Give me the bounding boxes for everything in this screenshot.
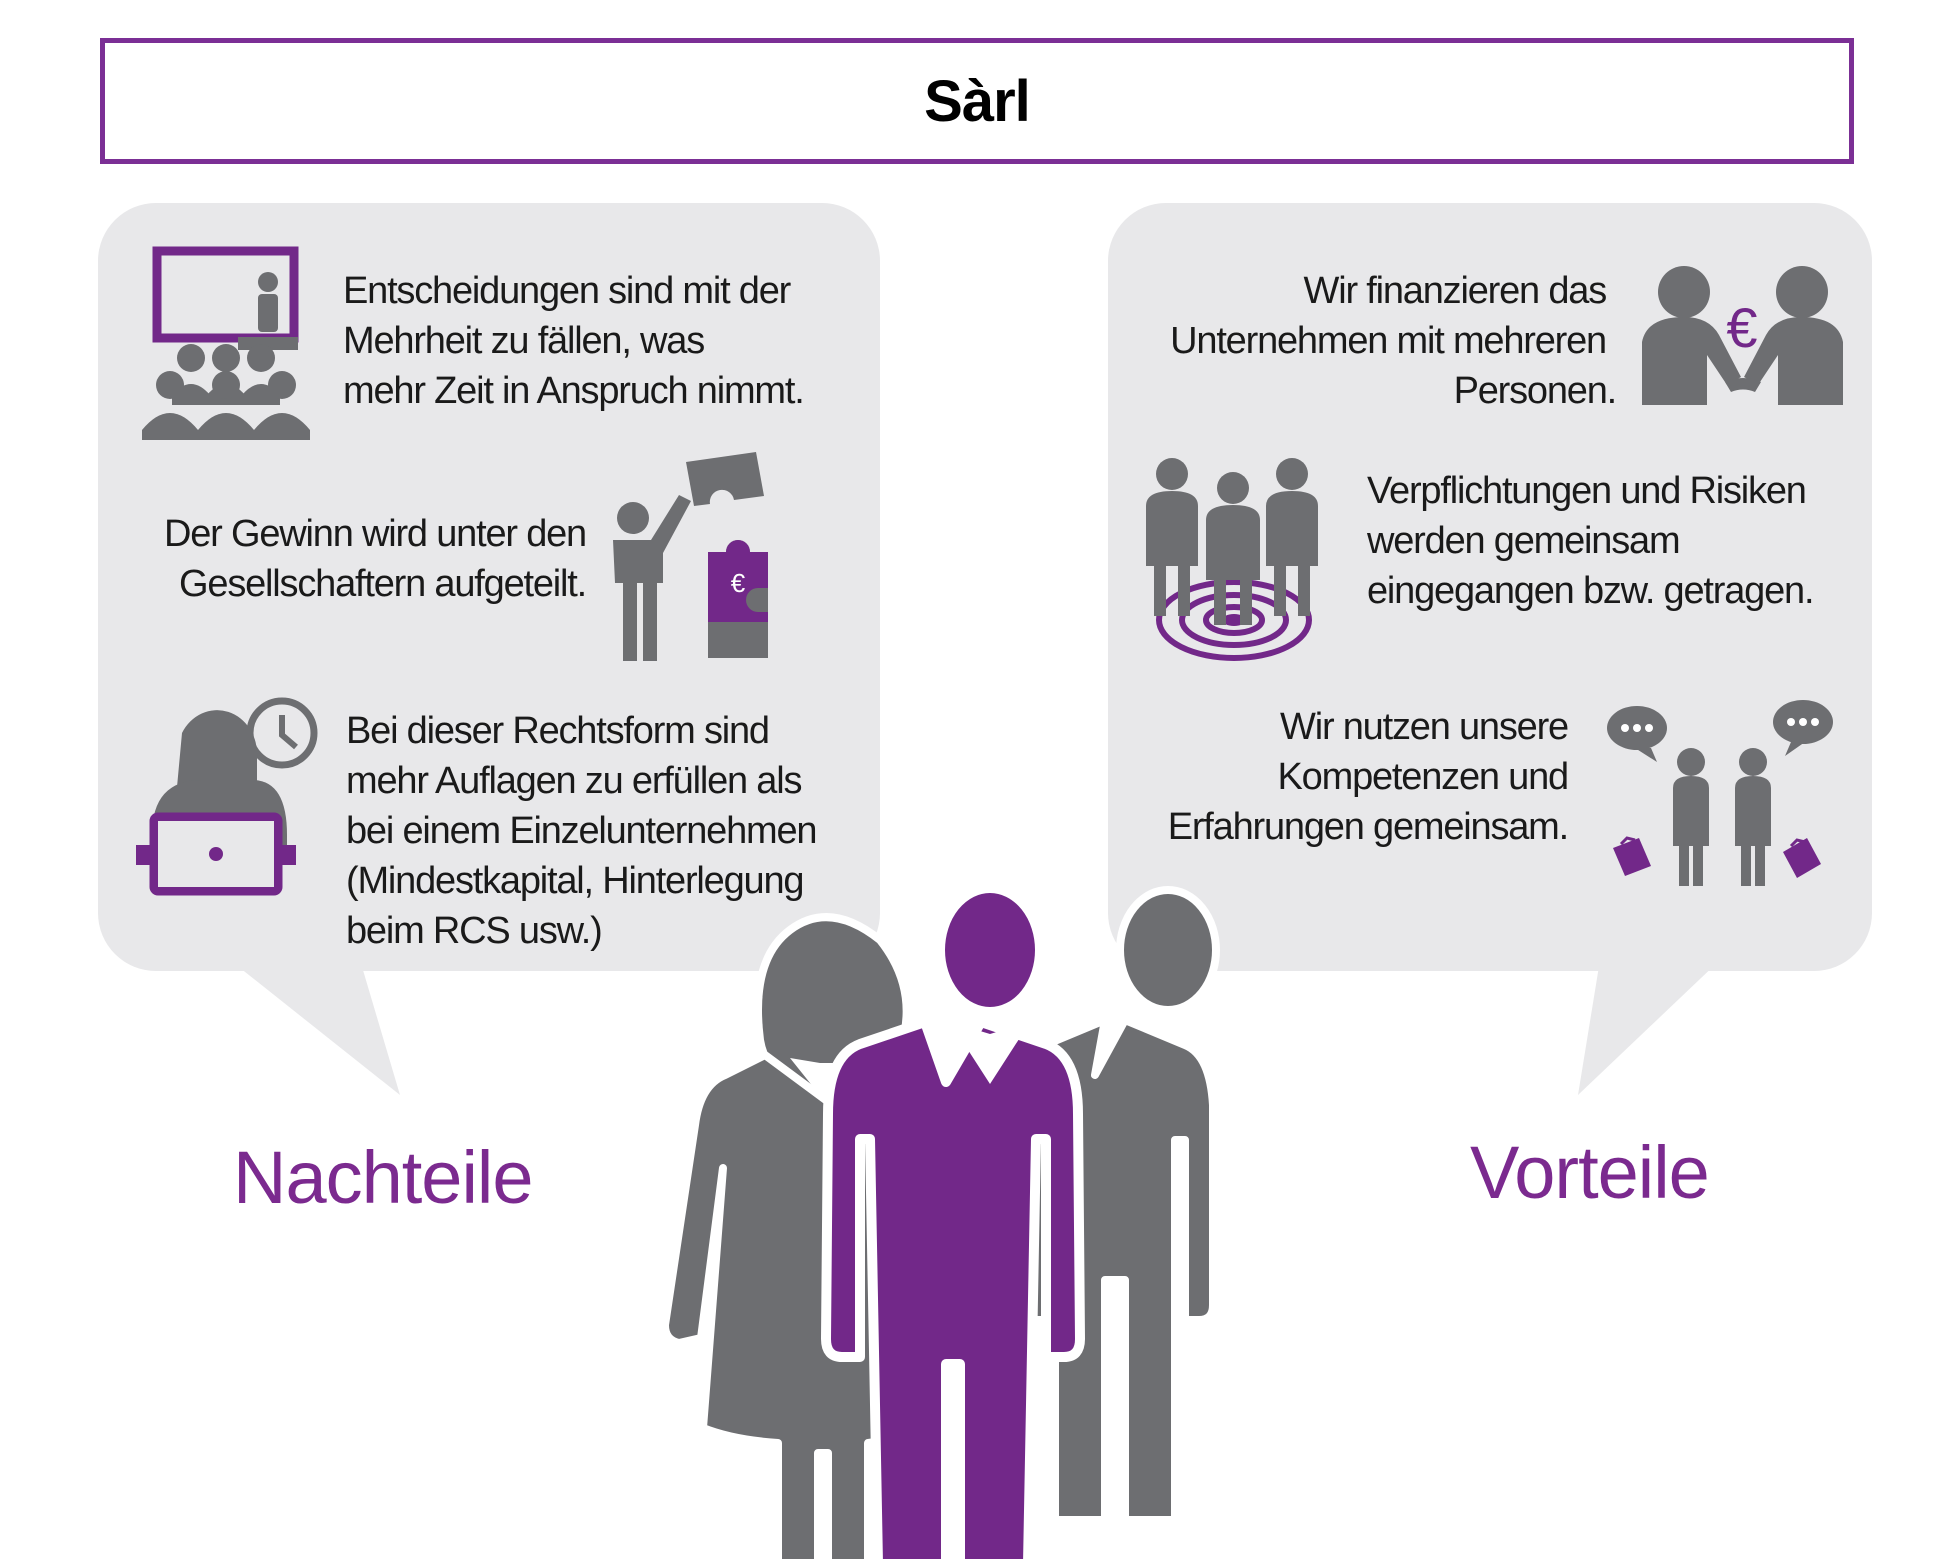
advantage-item-1-text: Wir finanzieren das Unternehmen mit mehr… xyxy=(1170,270,1617,412)
disadvantages-heading: Nachteile xyxy=(233,1136,534,1219)
advantages-heading: Vorteile xyxy=(1470,1131,1710,1214)
handshake-euro-icon: € xyxy=(1642,266,1843,405)
disadvantage-item-2-text: Der Gewinn wird unter den Gesellschafter… xyxy=(164,513,587,605)
classroom-presentation-icon xyxy=(142,246,310,440)
people-talking-briefcase-icon xyxy=(1607,700,1833,886)
svg-text:€: € xyxy=(731,568,746,598)
svg-text:€: € xyxy=(1726,296,1757,359)
advantage-item-3-text: Wir nutzen unsere Kompetenzen und Erfahr… xyxy=(1167,706,1569,848)
person-puzzle-euro-icon: € xyxy=(613,452,768,661)
page-title: Sàrl xyxy=(924,68,1031,134)
disadvantage-item-3-text: Bei dieser Rechtsform sind mehr Auflagen… xyxy=(346,710,818,952)
person-laptop-clock-icon xyxy=(136,697,318,896)
advantage-item-2-text: Verpflichtungen und Risiken werden gemei… xyxy=(1367,470,1815,612)
three-people-group-icon xyxy=(661,883,1220,1559)
disadvantage-item-1-text: Entscheidungen sind mit der Mehrheit zu … xyxy=(343,270,805,412)
title-box: Sàrl xyxy=(100,38,1854,164)
group-target-icon xyxy=(1146,458,1318,661)
